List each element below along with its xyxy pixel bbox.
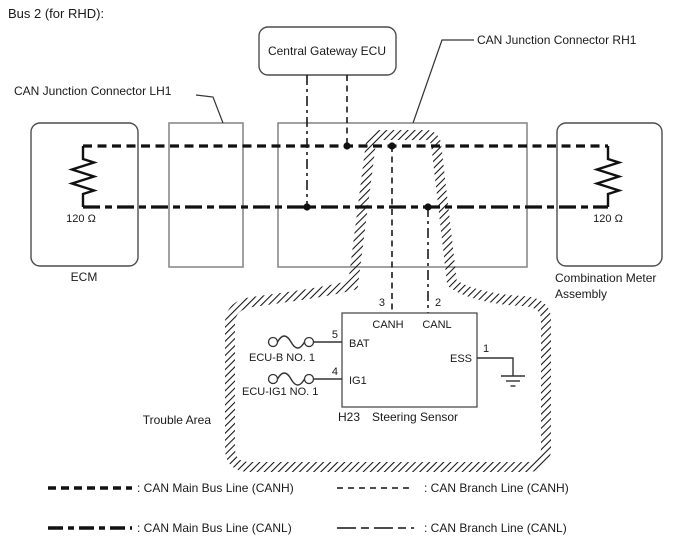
trouble-area-boundary [225, 130, 551, 472]
fuse-label-ecu-ig1: ECU-IG1 NO. 1 [242, 386, 318, 398]
sensor-connector-code: H23 [338, 410, 360, 424]
pin-label-ess: ESS [450, 353, 472, 365]
ess-pin-wire [477, 357, 514, 376]
central-gateway-label: Central Gateway ECU [268, 44, 386, 58]
junction-connector-rh1-box [277, 122, 528, 268]
diagram-title: Bus 2 (for RHD): [8, 6, 104, 21]
legend-label-branch-canh: : CAN Branch Line (CANH) [424, 481, 569, 495]
fuse-terminal-icon [303, 373, 315, 385]
legend-label-main-canh: : CAN Main Bus Line (CANH) [137, 481, 294, 495]
junction-lh1-label: CAN Junction Connector LH1 [14, 84, 172, 98]
ecm-box [30, 122, 139, 267]
pin-number-bat: 5 [332, 329, 338, 341]
junction-dot [303, 203, 311, 211]
ecm-terminating-resistor [68, 146, 98, 207]
fuse-terminal-icon [303, 336, 315, 348]
trouble-area-label: Trouble Area [143, 413, 212, 427]
legend-label-main-canl: : CAN Main Bus Line (CANL) [137, 521, 292, 535]
pin-number-ig1: 4 [332, 366, 338, 378]
legend: : CAN Main Bus Line (CANH) : CAN Main Bu… [48, 481, 569, 535]
lh1-label-pointer [195, 94, 224, 124]
junction-dot [388, 142, 396, 150]
pin-number-canl: 2 [435, 297, 441, 309]
pin-number-ess: 1 [483, 343, 489, 355]
combination-meter-box [556, 122, 663, 267]
rh1-label-pointer [412, 39, 474, 124]
fuse-element-icon [276, 372, 306, 386]
ecm-resistor-value: 120 Ω [66, 213, 96, 225]
central-gateway-box [258, 26, 397, 76]
ess-ground [477, 357, 525, 387]
junction-rh1-label: CAN Junction Connector RH1 [477, 33, 637, 47]
fuse-terminal-icon [267, 373, 279, 385]
fuse-label-ecu-b: ECU-B NO. 1 [249, 352, 315, 364]
junction-connector-lh1-box [168, 122, 244, 268]
sensor-name: Steering Sensor [372, 410, 458, 424]
legend-label-branch-canl: : CAN Branch Line (CANL) [424, 521, 567, 535]
meter-terminating-resistor [593, 146, 623, 207]
pin-label-ig1: IG1 [349, 375, 367, 387]
combination-meter-label-line2: Assembly [555, 287, 607, 301]
ground-icon [501, 375, 525, 387]
pin-number-canh: 3 [379, 297, 385, 309]
pin-label-canh: CANH [372, 319, 403, 331]
pin-label-canl: CANL [422, 319, 451, 331]
pin-label-bat: BAT [349, 338, 370, 350]
junction-dot [424, 203, 432, 211]
combination-meter-label-line1: Combination Meter [555, 271, 656, 285]
fuse-ecu-ig1 [267, 372, 342, 386]
steering-sensor-box [341, 312, 478, 408]
fuse-ecu-b [267, 335, 342, 349]
fuse-terminal-icon [267, 336, 279, 348]
junction-dot [343, 142, 351, 150]
fuse-element-icon [276, 335, 306, 349]
ecm-label: ECM [71, 270, 98, 284]
meter-resistor-value: 120 Ω [593, 213, 623, 225]
